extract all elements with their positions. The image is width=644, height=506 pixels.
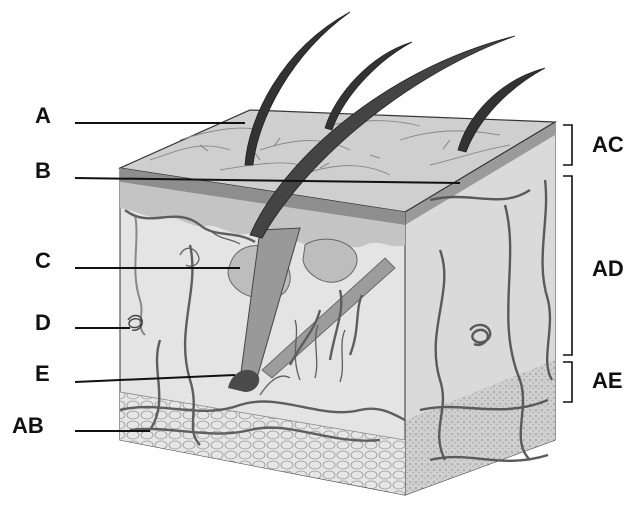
bracket-ac	[563, 125, 572, 165]
label-c: C	[35, 250, 51, 272]
bracket-ad	[563, 176, 572, 355]
label-ad: AD	[592, 258, 624, 280]
label-ab: AB	[12, 415, 44, 437]
label-e: E	[35, 363, 50, 385]
label-ae: AE	[592, 370, 623, 392]
brackets	[563, 125, 572, 402]
bracket-ae	[563, 362, 572, 402]
label-ac: AC	[592, 134, 624, 156]
label-a: A	[35, 105, 51, 127]
label-d: D	[35, 312, 51, 334]
label-b: B	[35, 160, 51, 182]
